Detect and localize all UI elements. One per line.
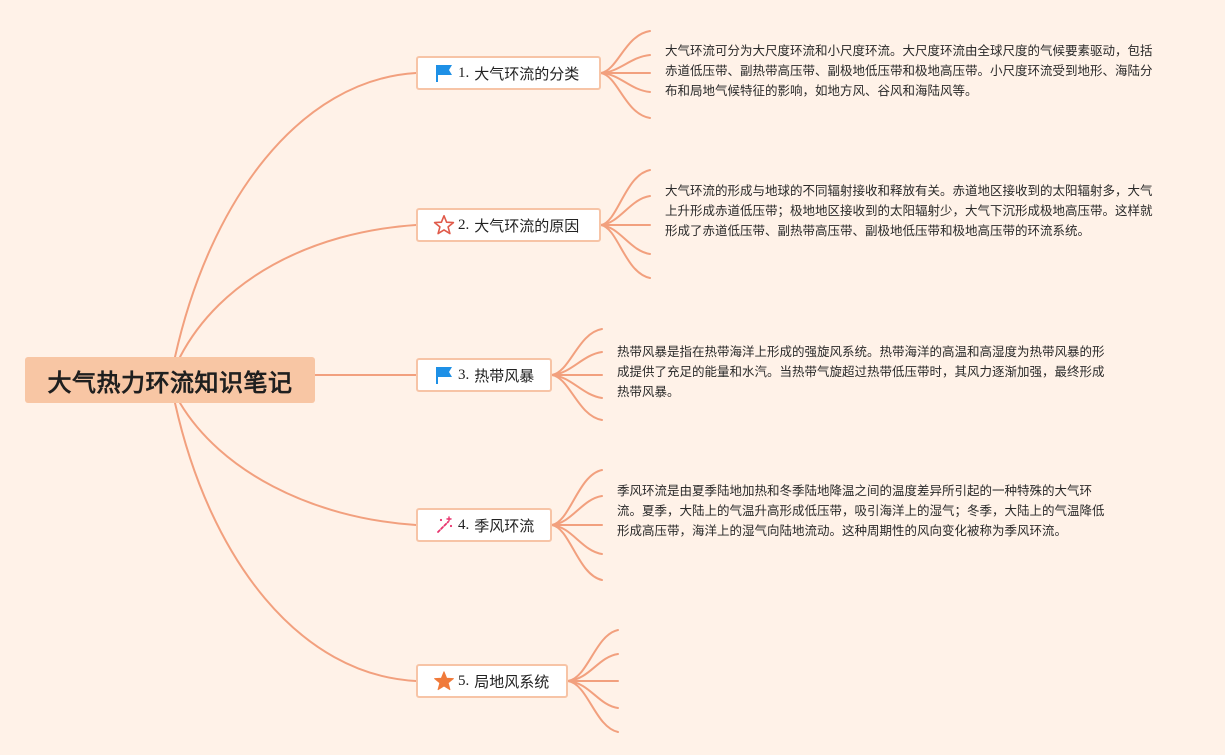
filled-star-icon	[432, 670, 456, 692]
branch-number: 2.	[458, 216, 470, 233]
branch-label: 热带风暴	[474, 366, 535, 385]
branch-label: 局地风系统	[474, 672, 550, 691]
outline-star-icon	[432, 214, 456, 236]
branch-topic-tropical-storm[interactable]: 3. 热带风暴	[416, 358, 552, 392]
branch1-fan-5	[600, 72, 651, 119]
root-topic[interactable]: 大气热力环流知识笔记	[25, 357, 315, 403]
branch-number: 3.	[458, 366, 470, 383]
root-connector-5	[174, 402, 417, 682]
branch3-fan-1	[551, 328, 603, 376]
root-connector-2	[179, 224, 417, 358]
branch5-fan-2	[567, 653, 619, 682]
branch-number: 5.	[458, 672, 470, 689]
branch-topic-classification[interactable]: 1. 大气环流的分类	[416, 56, 601, 90]
root-connector-1	[174, 72, 417, 358]
branch-topic-local-wind[interactable]: 5. 局地风系统	[416, 664, 568, 698]
note-tropical-storm: 热带风暴是指在热带海洋上形成的强旋风系统。热带海洋的高温和高湿度为热带风暴的形成…	[617, 344, 1105, 399]
branch5-fan-5	[567, 680, 619, 733]
blue-flag-icon	[432, 364, 456, 386]
branch3-fan-5	[551, 374, 603, 421]
branch-label: 大气环流的原因	[474, 216, 580, 235]
branch2-fan-1	[600, 169, 651, 226]
branch4-fan-1	[551, 469, 603, 526]
root-connector-4	[179, 402, 417, 526]
root-title: 大气热力环流知识笔记	[47, 368, 293, 397]
branch2-fan-2	[600, 195, 651, 226]
branch4-fan-5	[551, 524, 603, 581]
note-classification: 大气环流可分为大尺度环流和小尺度环流。大尺度环流由全球尺度的气候要素驱动，包括赤…	[665, 43, 1153, 98]
note-monsoon: 季风环流是由夏季陆地加热和冬季陆地降温之间的温度差异所引起的一种特殊的大气环流。…	[617, 483, 1105, 538]
blue-flag-icon	[432, 62, 456, 84]
branch-number: 4.	[458, 516, 470, 533]
branch2-fan-5	[600, 224, 651, 279]
branch-label: 大气环流的分类	[474, 64, 580, 83]
branch4-fan-2	[551, 495, 603, 526]
branch-topic-causes[interactable]: 2. 大气环流的原因	[416, 208, 601, 242]
branch-label: 季风环流	[474, 516, 535, 535]
branch-number: 1.	[458, 64, 470, 81]
branch1-fan-1	[600, 30, 651, 74]
magic-wand-icon	[432, 514, 456, 536]
note-causes: 大气环流的形成与地球的不同辐射接收和释放有关。赤道地区接收到的太阳辐射多，大气上…	[665, 183, 1153, 238]
branch-topic-monsoon[interactable]: 4. 季风环流	[416, 508, 552, 542]
